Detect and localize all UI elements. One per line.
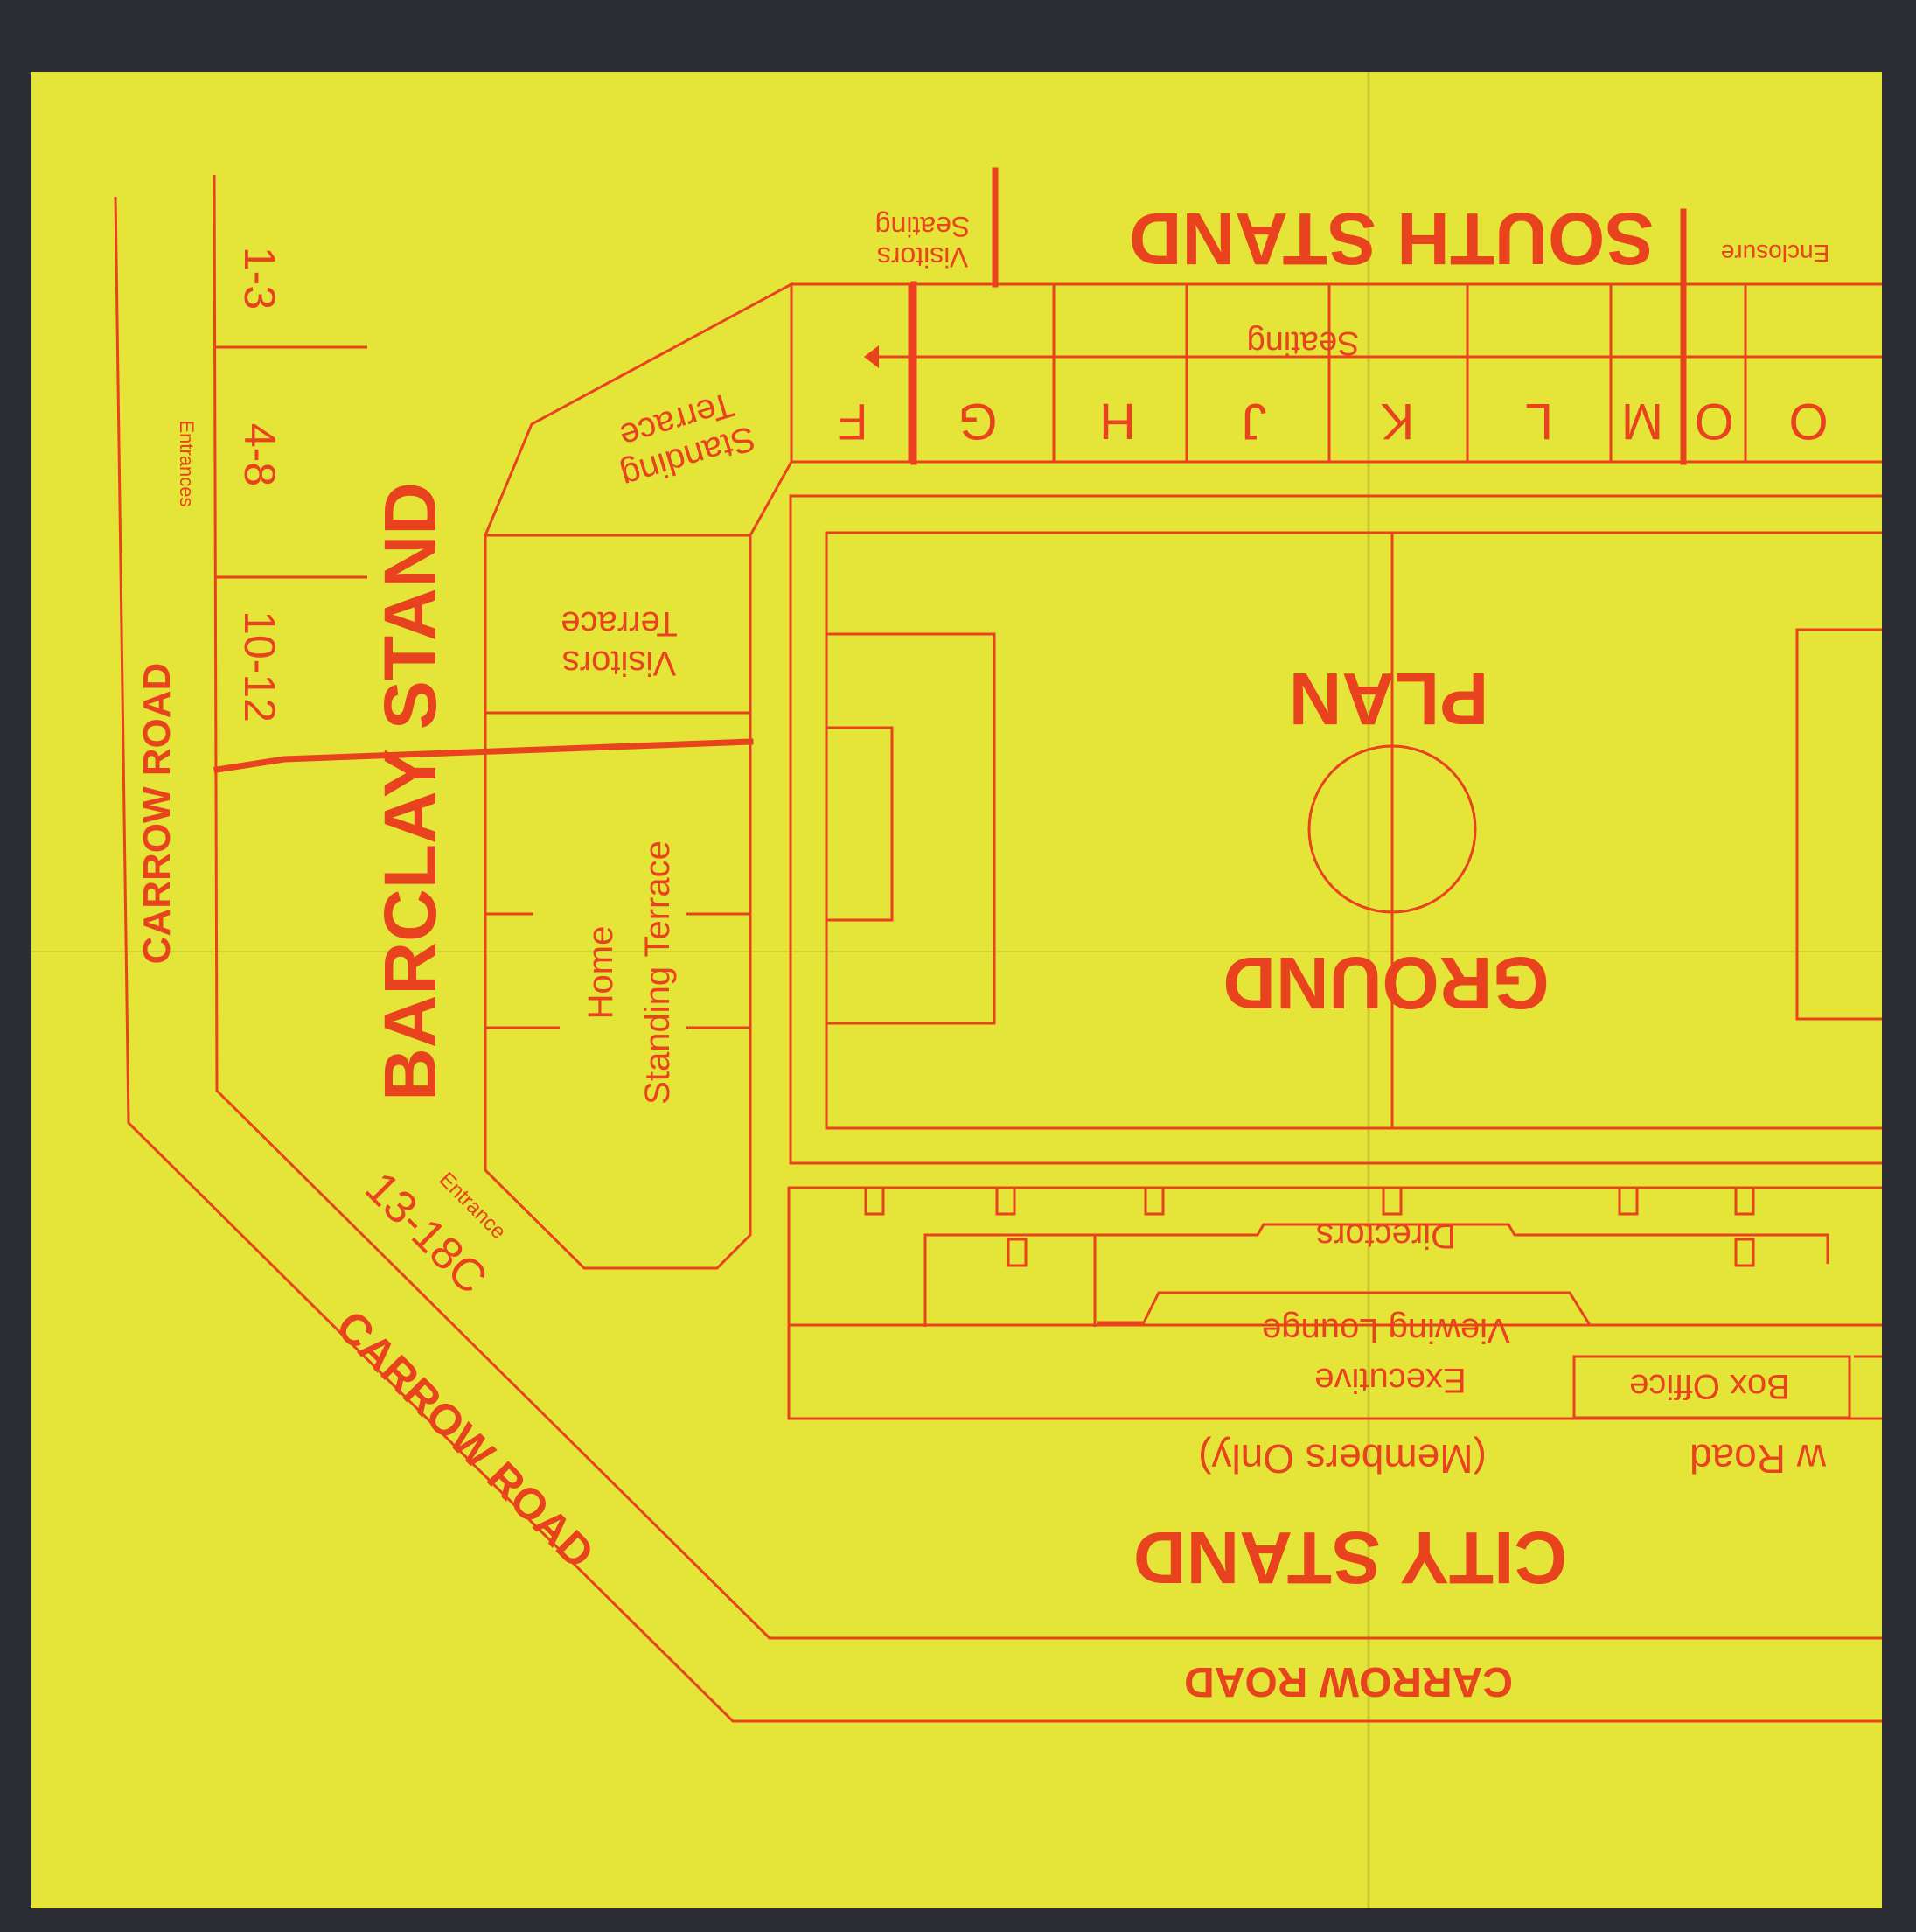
seating-arrow-head: [864, 345, 879, 368]
block-h: H: [1099, 393, 1136, 450]
visitors-terrace-label-2: Terrace: [561, 604, 677, 643]
barclay-stand-title: BARCLAY STAND: [369, 482, 451, 1101]
city-stand-outline: [787, 1186, 1882, 1420]
enclosure-label: Enclosure: [1721, 240, 1830, 267]
entrance-group-1: 1-3: [235, 247, 284, 310]
ground-title: GROUND: [1223, 942, 1549, 1024]
road-outline-inner: [213, 174, 1882, 1640]
nib: [864, 1186, 885, 1216]
road-outline-outer: [114, 196, 1882, 1723]
visitors-seating-label-1: Visitors: [877, 241, 968, 273]
nib: [1734, 1238, 1755, 1267]
block-j: J: [1242, 393, 1267, 450]
entrances-label: Entrances: [176, 420, 198, 506]
block-l: L: [1525, 393, 1553, 450]
members-only-label: (Members Only): [1198, 1436, 1487, 1482]
box-office-label: Box Office: [1629, 1367, 1790, 1405]
directors-box: [923, 1223, 1829, 1327]
nib: [1007, 1238, 1028, 1267]
block-f: F: [837, 393, 867, 450]
box-office-box: [1572, 1355, 1851, 1419]
road-cut-off-label: w Road: [1690, 1436, 1827, 1482]
visitors-seating-label-2: Seating: [875, 211, 971, 242]
visitors-route-line: [213, 738, 754, 773]
corner-standing-terrace: [483, 282, 793, 537]
block-m: M: [1621, 393, 1663, 450]
block-o-2: O: [1788, 393, 1828, 450]
block-o-1: O: [1694, 393, 1733, 450]
south-stand-title: SOUTH STAND: [1129, 198, 1654, 280]
lounge-step: [1097, 1291, 1592, 1326]
directors-label: Directors: [1316, 1217, 1456, 1255]
entrance-group-3: 10-12: [235, 610, 284, 722]
home-terrace-label-2: Standing Terrace: [638, 840, 677, 1105]
nib: [995, 1186, 1016, 1216]
ticket-paper: [31, 72, 1882, 1908]
plan-title: PLAN: [1289, 658, 1489, 740]
nib: [1734, 1186, 1755, 1216]
city-stand-title: CITY STAND: [1133, 1517, 1567, 1599]
carrow-road-left: CARROW ROAD: [136, 663, 178, 965]
entrance-group-2: 4-8: [235, 423, 284, 486]
nib: [1618, 1186, 1639, 1216]
home-terrace-label-1: Home: [582, 926, 620, 1020]
goal-area-left: [825, 726, 894, 922]
carrow-road-bottom: CARROW ROAD: [1184, 1658, 1513, 1705]
nib: [1144, 1186, 1165, 1216]
seating-label: Seating: [1247, 324, 1360, 361]
nib: [1382, 1186, 1403, 1216]
visitors-terrace-label-1: Visitors: [562, 644, 676, 682]
executive-label: Executive: [1314, 1361, 1466, 1399]
centre-circle: [1307, 744, 1477, 914]
penalty-area-right: [1795, 628, 1882, 1021]
block-g: G: [958, 393, 997, 450]
block-k: K: [1380, 393, 1414, 450]
viewing-lounge-label: Viewing Lounge: [1262, 1311, 1510, 1350]
pitch-surround: [789, 494, 1882, 1165]
barclay-terrace-outline: [484, 535, 752, 1270]
